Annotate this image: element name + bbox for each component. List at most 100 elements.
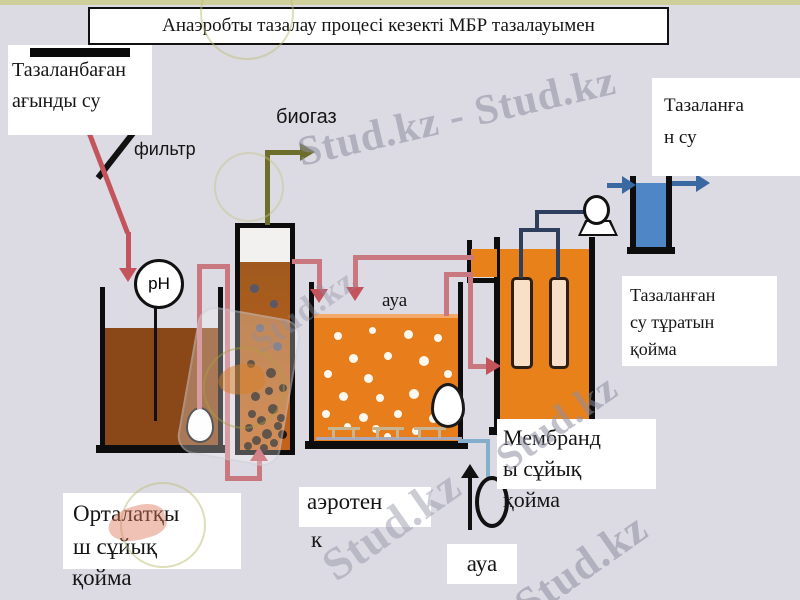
label-treated-water: Тазаланға н су: [652, 78, 800, 176]
aeration-wall-left: [309, 282, 314, 447]
pipe-uasb-to-aero: [292, 259, 322, 264]
pipe-return-to-aero: [353, 255, 474, 260]
membrane-module-1: [511, 277, 533, 369]
air-bubble: [364, 374, 373, 383]
label-treated-line1: Тазаланға: [664, 95, 744, 116]
uasb-granule: [250, 284, 259, 293]
air-bubble: [322, 410, 330, 418]
air-diffuser-leg: [376, 429, 379, 438]
label-membrane-tank: Мембранд ы сұйық: [497, 419, 656, 489]
biogas-arrowhead-right: [300, 143, 315, 161]
uasb-liquid: [240, 262, 290, 452]
air-bubble: [384, 433, 391, 440]
bluetank-bottom: [627, 247, 675, 254]
air-diffuser-bar: [328, 427, 360, 430]
air-bubble: [376, 394, 384, 402]
membrane-wall-left: [494, 237, 500, 433]
watermark-text-top: Stud.kz - Stud.kz: [293, 57, 621, 176]
label-air-top: ауа: [382, 290, 408, 311]
air-bubble: [419, 356, 429, 366]
uasb-granule: [262, 429, 272, 439]
ph-meter-label: pH: [148, 274, 170, 293]
uasb-granule: [266, 368, 276, 378]
uasb-granule: [270, 300, 278, 308]
uasb-inlet-arrowhead-up: [250, 447, 268, 461]
air-bubble: [409, 389, 419, 399]
uasb-granule: [270, 439, 278, 447]
air-line-horizontal: [458, 439, 490, 443]
aeration-bottom: [305, 441, 468, 449]
uasb-granule: [278, 430, 287, 439]
central-tank-wall-left: [100, 287, 105, 450]
uasb-granule: [277, 414, 285, 422]
bluetank-wall-right: [666, 176, 672, 253]
aeration-wall-right: [458, 282, 463, 447]
label-aerotank-line2: к: [311, 527, 323, 552]
arrow-outflow: [672, 181, 698, 186]
air-diffuser-leg: [352, 429, 355, 438]
central-tank-bottom: [96, 445, 228, 453]
label-central-tank: Орталатқы ш сұйық: [63, 493, 241, 569]
label-treated-storage-line1: Тазаланған: [630, 285, 716, 305]
air-diffuser-leg: [418, 429, 421, 438]
label-treated-storage: Тазаланған су тұратын қойма: [622, 276, 777, 366]
pipe-over-wall-top: [444, 272, 473, 277]
label-treated-storage-line2: су тұратын: [630, 312, 715, 332]
pipe-over-wall-down: [468, 272, 473, 368]
permeate-header: [519, 228, 560, 232]
aeration-pump: [431, 383, 465, 428]
air-bubble: [334, 332, 342, 340]
label-aerotank: аэротен: [299, 487, 431, 527]
air-bubble: [349, 354, 358, 363]
permeate-pump-base: [581, 222, 615, 234]
air-line-vertical: [486, 439, 490, 478]
label-treated-storage-line3: қойма: [630, 339, 677, 359]
pipe-membrane-feed: [468, 364, 488, 369]
air-bubble: [412, 427, 420, 435]
pipe-tank-to-uasb-up: [197, 264, 202, 409]
watermark-logo-biogas: [214, 152, 284, 222]
pipe-uasb-to-aero-down: [317, 259, 322, 290]
membrane-feed-box-wall: [467, 240, 472, 283]
air-bubble: [369, 327, 376, 334]
pipe-uasb-inlet-riser: [257, 460, 262, 481]
permeate-tube-2: [556, 230, 560, 278]
ph-probe-stick: [154, 303, 157, 421]
central-tank-pump: [186, 407, 214, 443]
air-bubble: [434, 334, 442, 342]
title-box: Анаэробты тазалау процесі кезекті МБР та…: [88, 7, 669, 45]
uasb-granule: [251, 392, 260, 401]
label-central-line1: Орталатқы: [73, 501, 180, 526]
uasb-granule: [245, 424, 253, 432]
uasb-granule: [268, 404, 278, 414]
pipe-return-down: [353, 255, 358, 288]
label-untreated-line2: ағынды су: [12, 90, 101, 112]
label-central-line3: қойма: [72, 565, 132, 590]
label-biogas: биогаз: [276, 106, 337, 128]
pipe-tank-to-uasb-down: [225, 264, 230, 481]
page-title: Анаэробты тазалау процесі кезекті МБР та…: [162, 15, 595, 36]
blower-arrowhead-up: [461, 464, 479, 478]
label-untreated-water: Тазаланбаған ағынды су: [8, 45, 152, 135]
label-membrane-line1: Мембранд: [503, 425, 601, 450]
air-bubble: [359, 413, 368, 422]
uasb-granule: [247, 360, 255, 368]
aero-inlet-arrowhead1: [310, 289, 328, 303]
feed-line-vertical: [126, 232, 131, 269]
uasb-granule: [265, 387, 273, 395]
label-air-bottom-text: ауа: [466, 551, 498, 576]
top-strip: [0, 0, 800, 5]
label-membrane-line3: қойма: [503, 487, 560, 512]
uasb-granule: [257, 416, 266, 425]
bluetank-water: [636, 183, 666, 247]
label-filter: фильтр: [134, 139, 196, 159]
air-bubble: [384, 352, 392, 360]
air-diffuser-bar: [372, 427, 404, 430]
uasb-granule: [248, 410, 256, 418]
pipe-tank-to-uasb-top: [197, 264, 230, 269]
label-air-bottom: ауа: [447, 544, 517, 584]
air-bubble: [444, 370, 452, 378]
blower-oval: [475, 476, 509, 528]
air-bubble: [404, 330, 413, 339]
